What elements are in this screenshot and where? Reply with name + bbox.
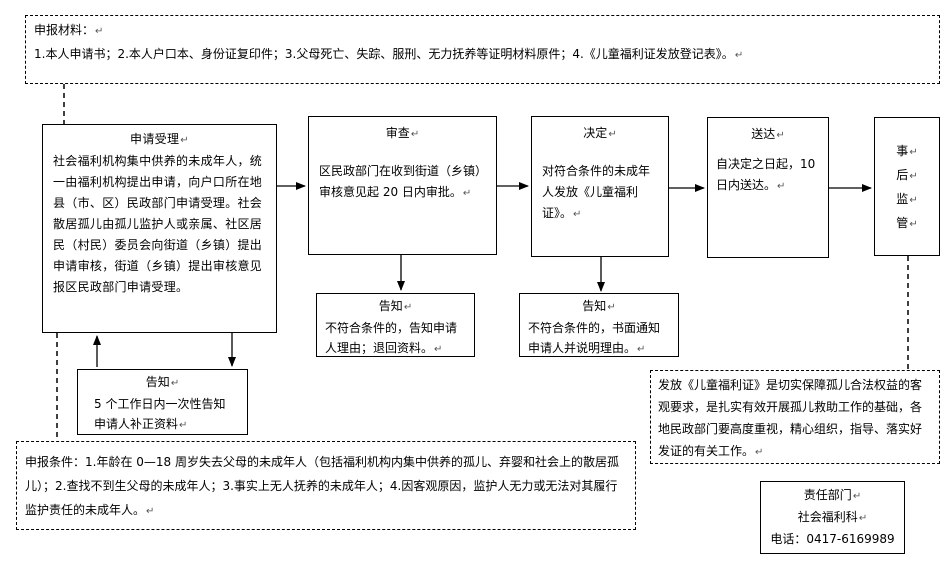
materials-text: 1.本人申请书；2.本人户口本、身份证复印件；3.父母死亡、失踪、服刑、无力抚养… — [34, 47, 744, 61]
step-decide-title: 决定↵ — [583, 126, 617, 140]
step-supervise: 事↵ 后↵ 监↵ 管↵ — [874, 117, 940, 256]
notice-review-text: 不符合条件的，告知申请人理由；退回资料。↵ — [325, 321, 458, 355]
notice-decide-reject: 告知↵ 不符合条件的，书面通知申请人并说明理由。↵ — [519, 293, 679, 357]
step-decide-text: 对符合条件的未成年人发放《儿童福利证》。↵ — [542, 164, 651, 220]
step-deliver-text: 自决定之日起，10 日内送达。↵ — [716, 157, 816, 192]
notice-decide-title: 告知↵ — [582, 299, 616, 313]
contact-department: 社会福利科↵ — [797, 510, 868, 524]
contact-phone: 电话：0417-6169989 — [770, 532, 895, 546]
contact-label: 责任部门↵ — [803, 488, 862, 502]
importance-box: 发放《儿童福利证》是切实保障孤儿合法权益的客观要求，是扎实有效开展孤儿救助工作的… — [650, 370, 940, 464]
notice-supplement-title: 告知↵ — [145, 375, 180, 389]
importance-text: 发放《儿童福利证》是切实保障孤儿合法权益的客观要求，是扎实有效开展孤儿救助工作的… — [658, 378, 923, 458]
conditions-box: 申报条件：1.年龄在 0—18 周岁失去父母的未成年人（包括福利机构内集中供养的… — [16, 441, 636, 530]
materials-box: 申报材料：↵ 1.本人申请书；2.本人户口本、身份证复印件；3.父母死亡、失踪、… — [25, 15, 940, 84]
step-apply: 申请受理↵ 社会福利机构集中供养的未成年人，统一由福利机构提出申请，向户口所在地… — [42, 124, 277, 333]
notice-supplement-text: 5 个工作日内一次性告知申请人补正资料↵ — [94, 397, 226, 431]
step-apply-title: 申请受理↵ — [130, 132, 189, 146]
notice-review-title: 告知↵ — [378, 299, 413, 313]
step-supervise-char: 监↵ — [896, 192, 918, 206]
step-review: 审查↵ 区民政部门在收到街道（乡镇）审核意见起 20 日内审批。↵ — [308, 116, 497, 255]
step-deliver: 送达↵ 自决定之日起，10 日内送达。↵ — [707, 117, 829, 258]
materials-title: 申报材料：↵ — [34, 23, 104, 37]
contact-box: 责任部门↵ 社会福利科↵ 电话：0417-6169989 — [760, 481, 905, 554]
step-supervise-char: 后↵ — [896, 168, 918, 182]
step-decide: 决定↵ 对符合条件的未成年人发放《儿童福利证》。↵ — [531, 116, 669, 257]
step-deliver-title: 送达↵ — [751, 127, 785, 141]
step-supervise-char: 管↵ — [896, 216, 918, 230]
notice-decide-text: 不符合条件的，书面通知申请人并说明理由。↵ — [528, 321, 661, 355]
step-supervise-char: 事↵ — [896, 144, 918, 158]
conditions-text: 申报条件：1.年龄在 0—18 周岁失去父母的未成年人（包括福利机构内集中供养的… — [25, 455, 619, 517]
notice-review-reject: 告知↵ 不符合条件的，告知申请人理由；退回资料。↵ — [316, 293, 475, 357]
step-apply-text: 社会福利机构集中供养的未成年人，统一由福利机构提出申请，向户口所在地县（市、区）… — [53, 154, 263, 294]
step-review-text: 区民政部门在收到街道（乡镇）审核意见起 20 日内审批。↵ — [319, 164, 482, 199]
notice-supplement: 告知↵ 5 个工作日内一次性告知申请人补正资料↵ — [77, 369, 248, 435]
step-review-title: 审查↵ — [385, 126, 420, 140]
